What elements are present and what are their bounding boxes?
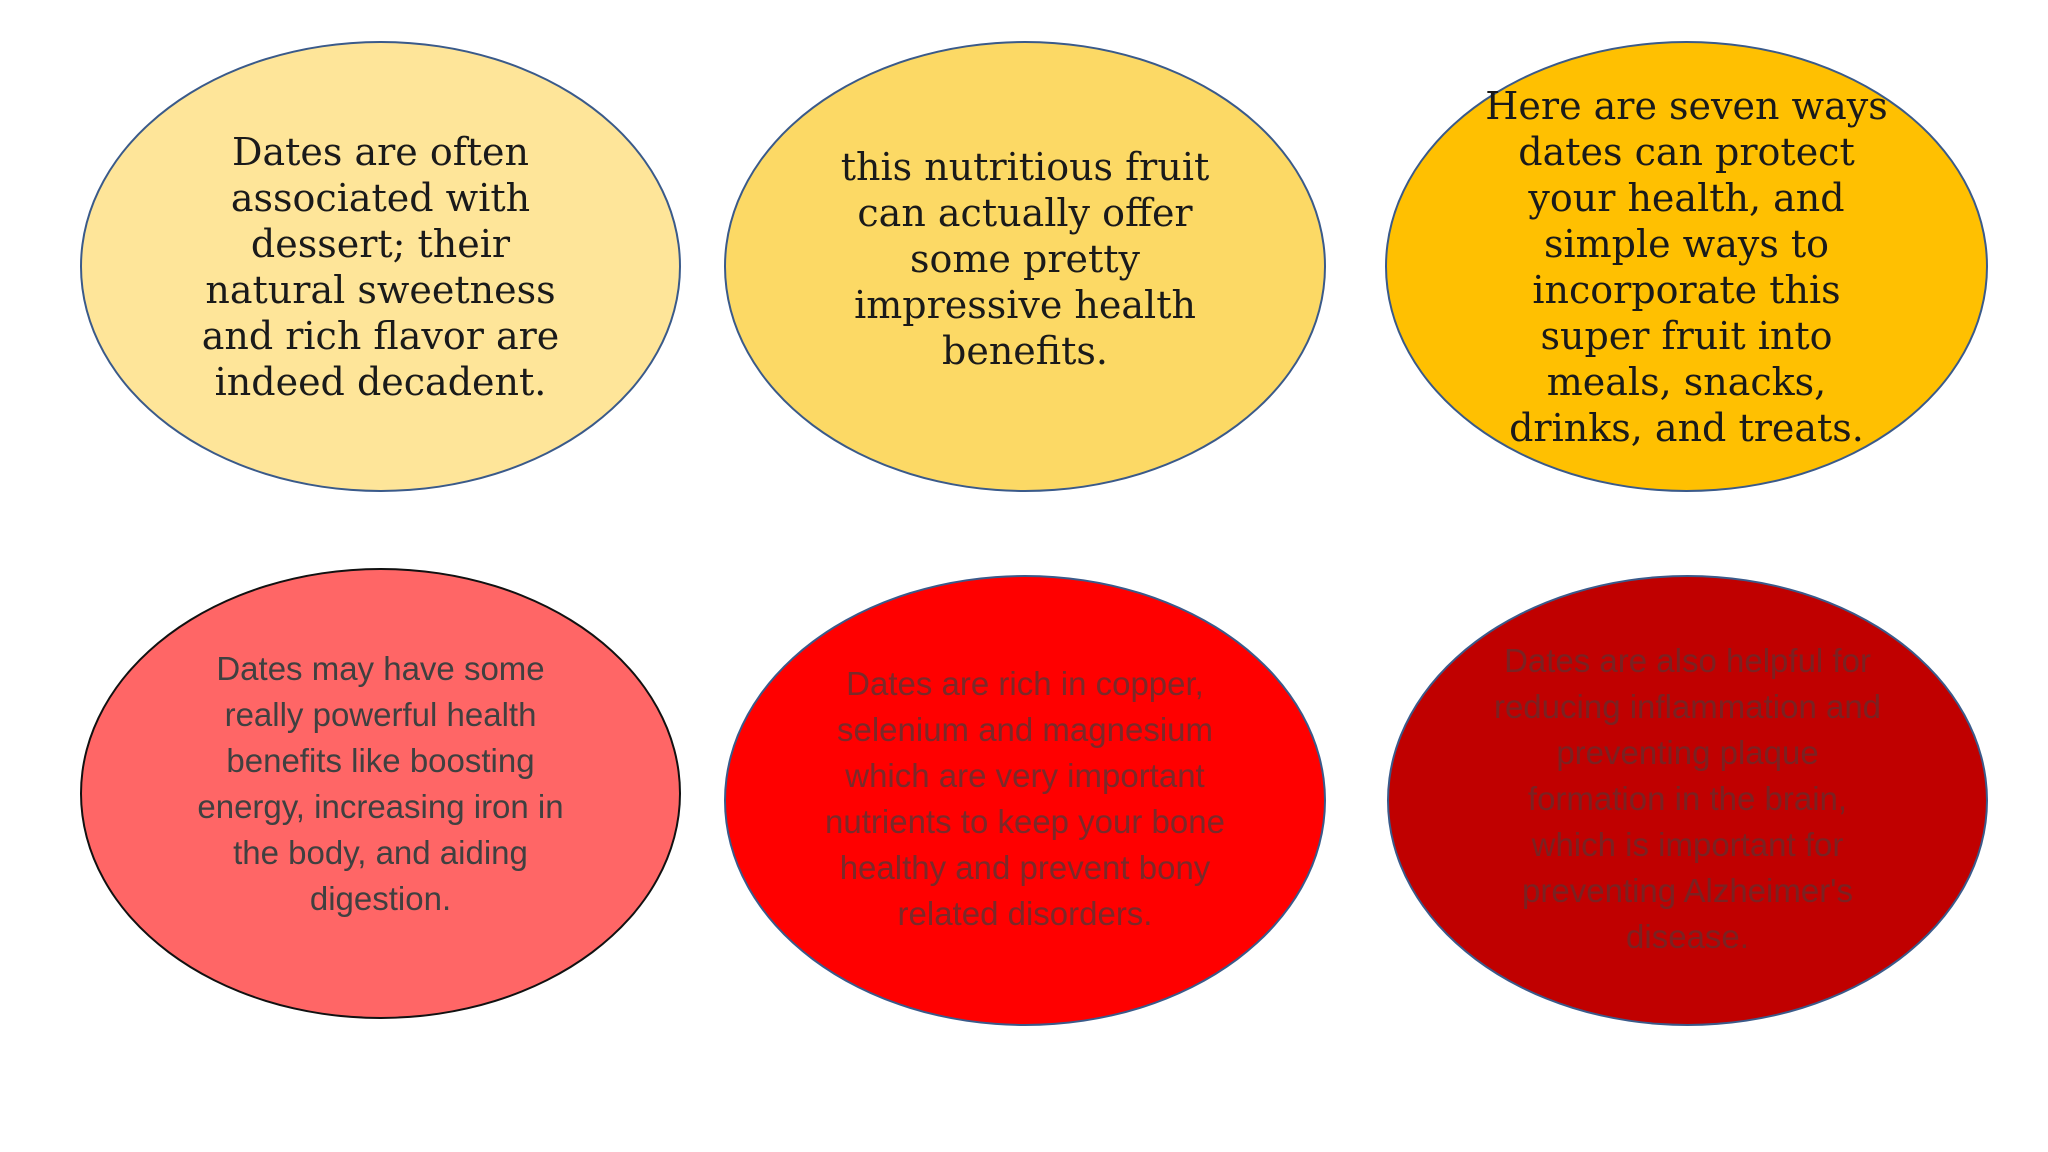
bubble-minerals: Dates are rich in copper, selenium and m…	[724, 575, 1326, 1026]
bubble-text: Dates are also helpful for reducing infl…	[1493, 641, 1882, 955]
bubble-text: Dates may have some really powerful heal…	[197, 649, 564, 917]
bubble-text: Dates are often associated with dessert;…	[201, 129, 560, 404]
bubble-text: Here are seven ways dates can protect yo…	[1485, 83, 1888, 450]
bubble-text: this nutritious fruit can actually offer…	[840, 144, 1210, 373]
bubble-nutritious-fruit: this nutritious fruit can actually offer…	[724, 41, 1326, 492]
bubble-text: Dates are rich in copper, selenium and m…	[825, 664, 1225, 932]
bubble-inflammation: Dates are also helpful for reducing infl…	[1387, 575, 1988, 1026]
bubble-seven-ways: Here are seven ways dates can protect yo…	[1385, 41, 1988, 492]
bubble-dessert-association: Dates are often associated with dessert;…	[80, 41, 681, 492]
bubble-health-benefits: Dates may have some really powerful heal…	[80, 568, 681, 1019]
